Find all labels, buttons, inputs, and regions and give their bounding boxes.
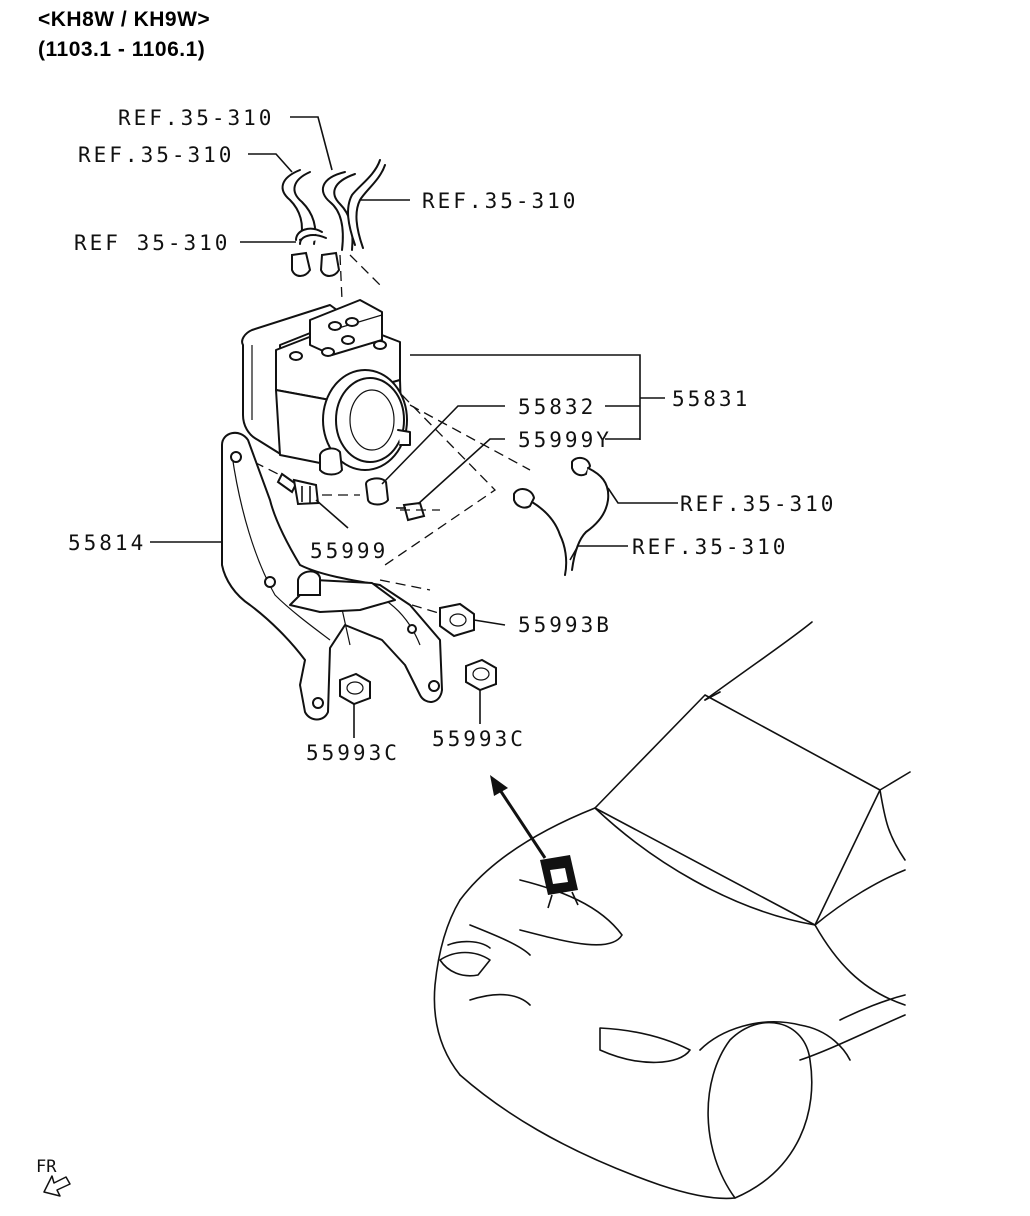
callout-55814: 55814 xyxy=(68,531,146,555)
callout-55993c-right: 55993C xyxy=(432,727,526,751)
callout-ref-6: REF.35-310 xyxy=(632,535,788,559)
orientation-label: FR xyxy=(36,1157,57,1177)
header-date-range: (1103.1 - 1106.1) xyxy=(38,38,206,61)
nut-55993b xyxy=(439,602,475,638)
vehicle-outline xyxy=(433,621,911,1200)
callout-55993c-left: 55993C xyxy=(306,741,400,765)
grommet-55832 xyxy=(364,477,390,506)
callout-55831: 55831 xyxy=(672,387,750,411)
bracket-55814 xyxy=(221,431,443,721)
bolt-55999y xyxy=(396,501,426,522)
header-models: <KH8W / KH9W> xyxy=(38,8,211,31)
brake-pipes xyxy=(281,159,386,301)
callout-ref-4: REF 35-310 xyxy=(74,231,230,255)
hydraulic-unit xyxy=(241,299,411,476)
front-arrow-icon xyxy=(43,1175,71,1197)
nut-55993c-right xyxy=(465,658,497,692)
callout-ref-2: REF.35-310 xyxy=(78,143,234,167)
leader-lines xyxy=(150,116,678,738)
bolt-55999 xyxy=(276,472,320,506)
callout-55832: 55832 xyxy=(518,395,596,419)
callout-ref-5: REF.35-310 xyxy=(680,492,836,516)
abs-location-marker xyxy=(540,855,579,909)
callout-55999: 55999 xyxy=(310,539,388,563)
callout-55993b: 55993B xyxy=(518,613,612,637)
callout-ref-3: REF.35-310 xyxy=(422,189,578,213)
callout-55999y: 55999Y xyxy=(518,428,612,452)
pipe-fittings-right xyxy=(513,456,610,576)
nut-55993c-left xyxy=(339,672,371,706)
location-arrow-icon xyxy=(490,775,547,859)
callout-ref-1: REF.35-310 xyxy=(118,106,274,130)
